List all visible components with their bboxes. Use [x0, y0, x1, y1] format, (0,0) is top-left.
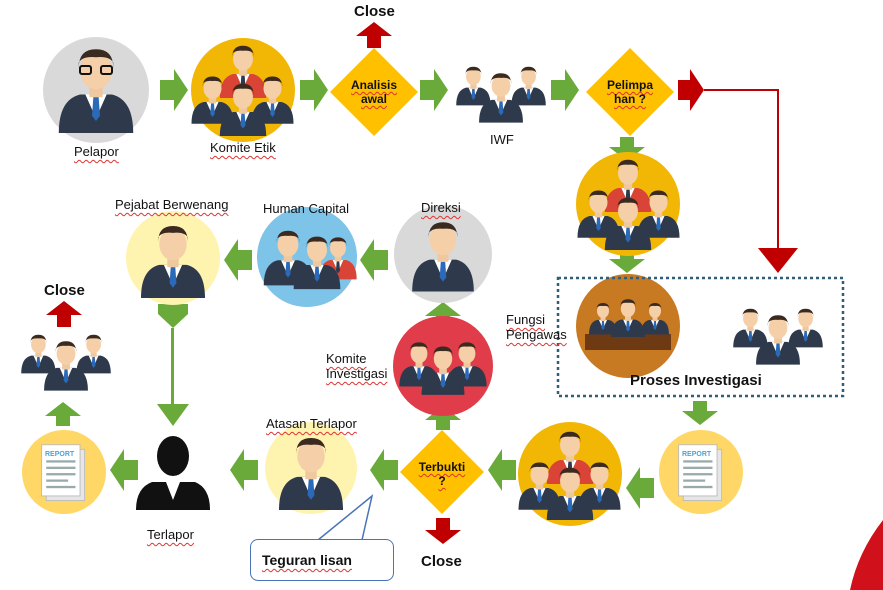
fungsi-pengawas-icon	[576, 274, 680, 378]
atasan-terlapor-icon	[265, 422, 357, 514]
decision-team-icon	[518, 422, 622, 526]
callout-tail	[317, 494, 374, 541]
arrow-team-to-fungsi-pengawas	[609, 249, 645, 273]
komite-etik-icon	[191, 38, 295, 142]
arrow-komite-etik-to-analisis	[300, 69, 328, 111]
komite-investigasi-icon	[393, 316, 493, 416]
direksi-icon	[394, 205, 492, 303]
close-label-bottom: Close	[421, 553, 462, 570]
diamond-terbukti	[400, 430, 484, 514]
arrow-pelapor-to-komite-etik	[160, 69, 188, 111]
close-arrow-top	[356, 22, 392, 48]
label-direksi: Direksi	[421, 200, 461, 215]
arrow-proses-to-report	[682, 401, 718, 425]
pejabat-berwenang-icon	[126, 211, 220, 305]
label-terbukti: Terbukti?	[418, 460, 466, 488]
diamond-analisis-awal	[330, 48, 418, 136]
close-group-icon	[21, 335, 111, 391]
diamond-pelimpahan	[586, 48, 674, 136]
arrow-direksi-to-human-capital	[360, 239, 388, 281]
label-atasan-terlapor: Atasan Terlapor	[266, 416, 357, 431]
close-arrow-left	[46, 301, 82, 327]
report-icon-left	[22, 430, 106, 514]
human-capital-icon	[257, 207, 357, 307]
label-terlapor: Terlapor	[147, 527, 194, 542]
label-iwf: IWF	[490, 132, 514, 147]
proses-investigasi-box	[556, 276, 845, 398]
arrow-human-capital-to-pejabat	[224, 239, 252, 281]
corner-swoosh	[850, 520, 883, 590]
arrow-iwf-to-pelimpahan	[551, 69, 579, 111]
report-text-right: REPORT	[682, 451, 712, 458]
iwf-icon	[456, 67, 546, 123]
label-teguran-lisan: Teguran lisan	[262, 552, 352, 568]
report-text-left: REPORT	[45, 451, 75, 458]
label-human-capital: Human Capital	[263, 201, 349, 216]
report-icon-right	[659, 430, 743, 514]
arrow-pelimpahan-to-proses	[678, 69, 798, 273]
label-proses-investigasi: Proses Investigasi	[630, 372, 762, 389]
investigation-team-icon	[576, 152, 680, 256]
label-komite-etik: Komite Etik	[210, 140, 276, 155]
arrow-report-to-team	[626, 467, 654, 509]
arrow-terlapor-to-report	[110, 449, 138, 491]
label-pelapor: Pelapor	[74, 144, 119, 159]
proses-investigasi-team-icon	[733, 309, 823, 365]
callout-teguran-lisan	[250, 539, 394, 581]
arrow-analisis-to-iwf	[420, 69, 448, 111]
label-pejabat-berwenang: Pejabat Berwenang	[115, 197, 229, 212]
terlapor-icon	[136, 436, 210, 510]
arrow-terbukti-up	[425, 406, 461, 430]
arrow-pelimpahan-down	[609, 137, 645, 161]
arrow-report-up	[45, 402, 81, 426]
arrow-terbukti-to-atasan	[370, 449, 398, 491]
arrow-pejabat-to-terlapor	[157, 304, 189, 426]
arrow-team-to-terbukti	[488, 449, 516, 491]
close-label-top: Close	[354, 3, 395, 20]
close-label-left: Close	[44, 282, 85, 299]
arrow-komite-investigasi-up	[425, 302, 461, 326]
pelapor-icon	[43, 37, 149, 143]
close-arrow-bottom	[425, 518, 461, 544]
arrow-atasan-to-terlapor	[230, 449, 258, 491]
